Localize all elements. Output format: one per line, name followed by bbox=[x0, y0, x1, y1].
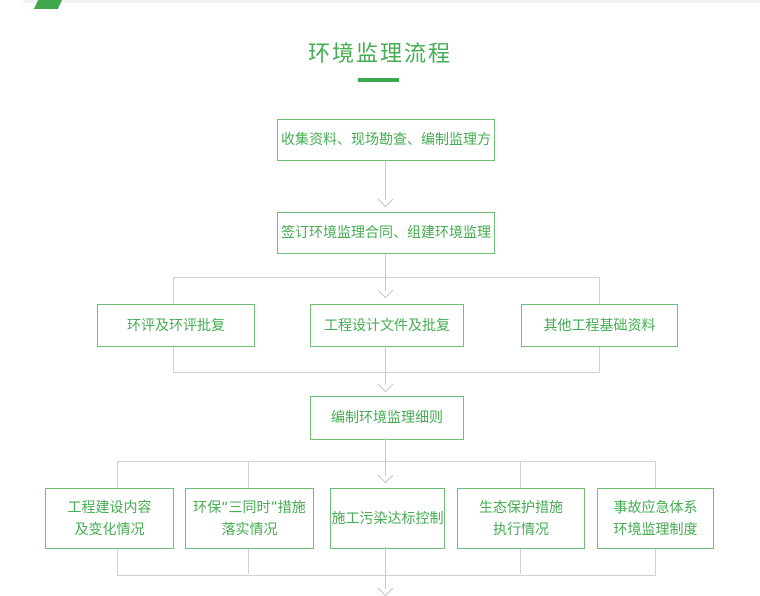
flow-arrow bbox=[377, 254, 393, 299]
node-label-line2: 及变化情况 bbox=[74, 521, 145, 538]
node-label: 签订环境监理合同、组建环境监理 bbox=[281, 225, 491, 241]
node-label-line1: 工程建设内容 bbox=[67, 499, 152, 516]
title-underline bbox=[358, 78, 399, 82]
top-hairline bbox=[23, 0, 760, 3]
arrow-stem bbox=[384, 161, 386, 200]
node-label-line1: 环保“三同时”措施 bbox=[193, 499, 306, 516]
node-eia-approval: 环评及环评批复 bbox=[97, 304, 255, 347]
node-design-documents: 工程设计文件及批复 bbox=[310, 304, 464, 347]
node-supervision-rules: 编制环境监理细则 bbox=[310, 396, 464, 440]
node-label-line1: 生态保护措施 bbox=[479, 499, 563, 516]
arrow-down-icon bbox=[377, 467, 393, 484]
node-label-line1: 事故应急体系 bbox=[613, 499, 698, 516]
arrow-stem bbox=[384, 547, 386, 589]
green-corner-ribbon-icon bbox=[33, 0, 63, 9]
node-construction-content: 工程建设内容 及变化情况 bbox=[45, 488, 174, 549]
arrow-stem bbox=[384, 345, 386, 385]
node-label-line2: 执行情况 bbox=[493, 521, 549, 538]
node-label: 其他工程基础资料 bbox=[543, 317, 656, 334]
arrow-down-icon bbox=[377, 580, 393, 596]
node-ecological-protection: 生态保护措施 执行情况 bbox=[457, 488, 585, 549]
node-pollution-control: 施工污染达标控制 bbox=[330, 488, 445, 549]
arrow-down-icon bbox=[377, 376, 393, 393]
arrow-down-icon bbox=[377, 282, 393, 299]
arrow-stem bbox=[384, 254, 386, 291]
page-title: 环境监理流程 bbox=[307, 42, 452, 67]
node-three-simultaneous: 环保“三同时”措施 落实情况 bbox=[185, 488, 314, 549]
flow-arrow bbox=[377, 438, 393, 484]
flow-arrow bbox=[377, 161, 393, 208]
node-label: 收集资料、现场勘查、编制监理方 bbox=[281, 132, 491, 148]
node-label: 环评及环评批复 bbox=[127, 317, 225, 334]
arrow-down-icon bbox=[377, 191, 393, 208]
node-label-line1: 施工污染达标控制 bbox=[331, 510, 444, 527]
node-other-materials: 其他工程基础资料 bbox=[521, 304, 678, 347]
node-label-line2: 落实情况 bbox=[221, 521, 278, 538]
node-label-line2: 环境监理制度 bbox=[613, 521, 698, 538]
node-label: 编制环境监理细则 bbox=[331, 410, 443, 426]
node-emergency-system: 事故应急体系 环境监理制度 bbox=[597, 488, 714, 549]
arrow-stem bbox=[384, 438, 386, 476]
flow-arrow bbox=[377, 345, 393, 393]
node-label: 工程设计文件及批复 bbox=[324, 317, 450, 334]
node-collect-data: 收集资料、现场勘查、编制监理方 bbox=[277, 119, 495, 161]
node-sign-contract: 签订环境监理合同、组建环境监理 bbox=[277, 212, 495, 254]
flow-arrow bbox=[377, 547, 393, 596]
